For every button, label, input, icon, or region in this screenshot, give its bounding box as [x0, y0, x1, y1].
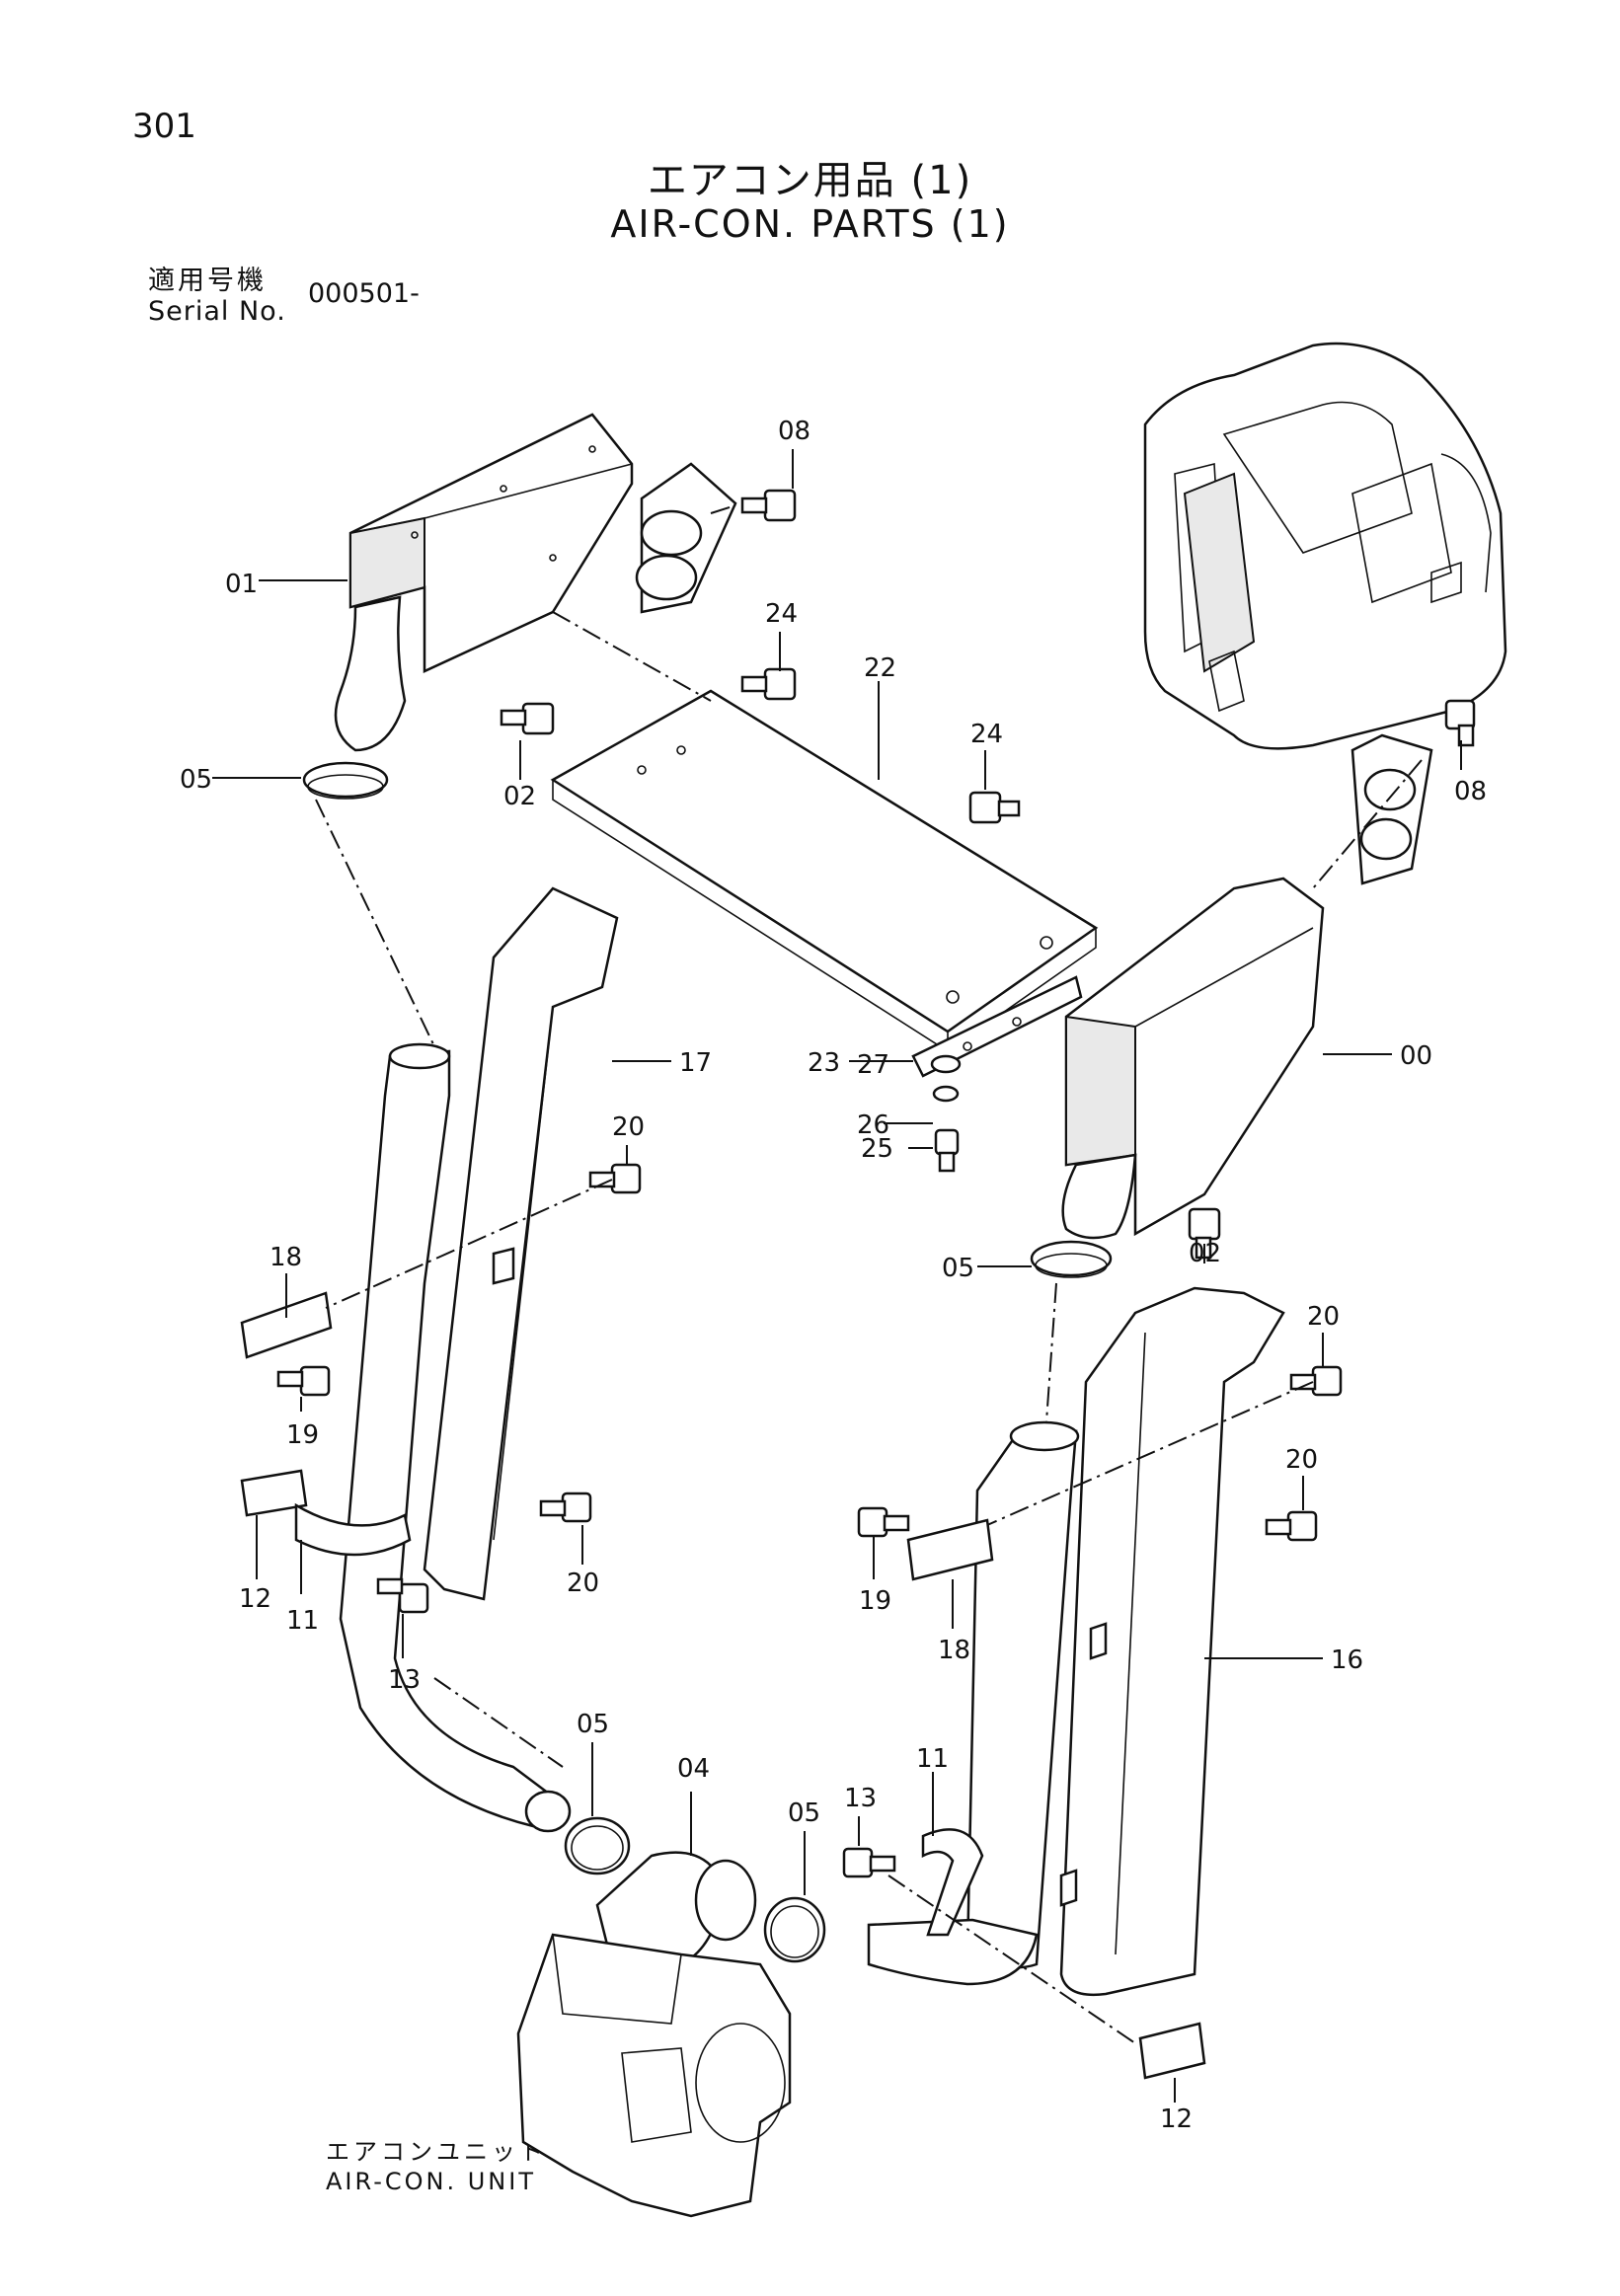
cover-17: [423, 886, 619, 1601]
elbow-04: [595, 1851, 757, 1976]
bolt-13-a: [376, 1577, 429, 1614]
callout-20-upper-left: 20: [612, 1112, 645, 1142]
washer-26: [932, 1085, 960, 1103]
unit-caption-english: AIR-CON. UNIT: [326, 2168, 536, 2195]
callout-17: 17: [679, 1048, 712, 1078]
bracket-18-left: [240, 1291, 333, 1359]
clamp-11-right: [921, 1828, 984, 1937]
callout-11-left: 11: [286, 1606, 319, 1636]
cab-illustration: [1143, 342, 1507, 750]
hose-clamp-05-d: [763, 1896, 826, 1963]
bracket-12-right: [1138, 2022, 1206, 2080]
bolt-02-a: [500, 702, 555, 735]
bolt-24-a: [740, 667, 797, 701]
callout-12-right: 12: [1160, 2105, 1193, 2134]
callout-12-left: 12: [239, 1584, 271, 1614]
callout-22: 22: [864, 653, 896, 683]
callout-05-middle: 05: [942, 1254, 974, 1283]
serial-label-english: Serial No.: [148, 296, 286, 327]
bolt-25: [934, 1128, 960, 1173]
callout-18-left: 18: [270, 1243, 302, 1272]
callout-00: 00: [1400, 1041, 1432, 1071]
vent-grille-upper: [635, 462, 737, 614]
callout-05-bottom-right: 05: [788, 1799, 820, 1828]
callout-13-right: 13: [844, 1784, 877, 1813]
cover-16: [1059, 1286, 1285, 1997]
hose-clamp-05-c: [564, 1816, 631, 1875]
air-con-unit: [516, 1933, 792, 2218]
callout-25: 25: [861, 1134, 893, 1164]
callout-16: 16: [1331, 1645, 1363, 1675]
title-english: AIR-CON. PARTS (1): [610, 202, 1010, 246]
callout-08-top: 08: [778, 417, 810, 446]
callout-27: 27: [857, 1050, 889, 1080]
bracket-18-right: [906, 1518, 994, 1581]
bolt-19-a: [276, 1365, 331, 1397]
duct-00: [1061, 877, 1325, 1240]
callout-13-left: 13: [388, 1665, 421, 1695]
page-number: 301: [132, 107, 196, 146]
callout-11-right: 11: [916, 1744, 949, 1774]
callout-26: 26: [857, 1110, 889, 1140]
callout-05-top: 05: [180, 765, 212, 795]
bolt-24-b: [968, 791, 1021, 824]
bolt-19-b: [857, 1506, 910, 1538]
serial-label-japanese: 適用号機: [148, 266, 267, 296]
vent-grille-right: [1350, 733, 1433, 885]
callout-19-right: 19: [859, 1586, 891, 1616]
callout-24-middle: 24: [970, 720, 1003, 749]
bolt-08-a: [740, 489, 797, 522]
pipe-left: [339, 1042, 572, 1833]
plate-22: [550, 689, 1099, 1053]
unit-caption-japanese: エアコンユニット: [326, 2138, 547, 2166]
callout-19-left: 19: [286, 1420, 319, 1450]
callout-23: 23: [808, 1048, 840, 1078]
hose-clamp-05-a: [302, 761, 389, 800]
leader-lines: [212, 449, 1462, 2103]
bracket-23: [911, 975, 1083, 1078]
hose-clamp-05-b: [1030, 1240, 1113, 1278]
bolt-13-b: [842, 1847, 896, 1878]
serial-number-value: 000501-: [308, 278, 420, 309]
callout-labels: 01 00 02 02 04 05 05 05 05 08 08 11 11 1…: [180, 417, 1487, 2134]
duct-01: [334, 413, 634, 752]
bolt-20-b: [539, 1492, 592, 1523]
callout-02-left: 02: [503, 782, 536, 811]
callout-20-lower-left: 20: [567, 1569, 599, 1598]
callout-04: 04: [677, 1754, 710, 1784]
bolt-20-d: [1265, 1510, 1318, 1542]
bolt-20-c: [1289, 1365, 1343, 1397]
callout-05-bottom-left: 05: [577, 1710, 609, 1739]
clamp-11-left: [294, 1502, 412, 1557]
callout-08-right: 08: [1454, 777, 1487, 806]
callout-20-lower-right: 20: [1285, 1445, 1318, 1475]
callout-24-top: 24: [765, 599, 798, 629]
callout-01: 01: [225, 570, 258, 599]
pipe-right: [867, 1420, 1080, 1986]
title-japanese: エアコン用品 (1): [647, 158, 973, 203]
alignment-lines: [315, 504, 1423, 2044]
callout-20-upper-right: 20: [1307, 1302, 1340, 1332]
callout-18-right: 18: [938, 1636, 970, 1665]
bolt-08-b: [1444, 699, 1476, 747]
bracket-12-left: [240, 1469, 308, 1517]
callout-02-right: 02: [1189, 1239, 1221, 1268]
bolt-20-a: [588, 1163, 642, 1194]
washer-27: [930, 1054, 962, 1074]
